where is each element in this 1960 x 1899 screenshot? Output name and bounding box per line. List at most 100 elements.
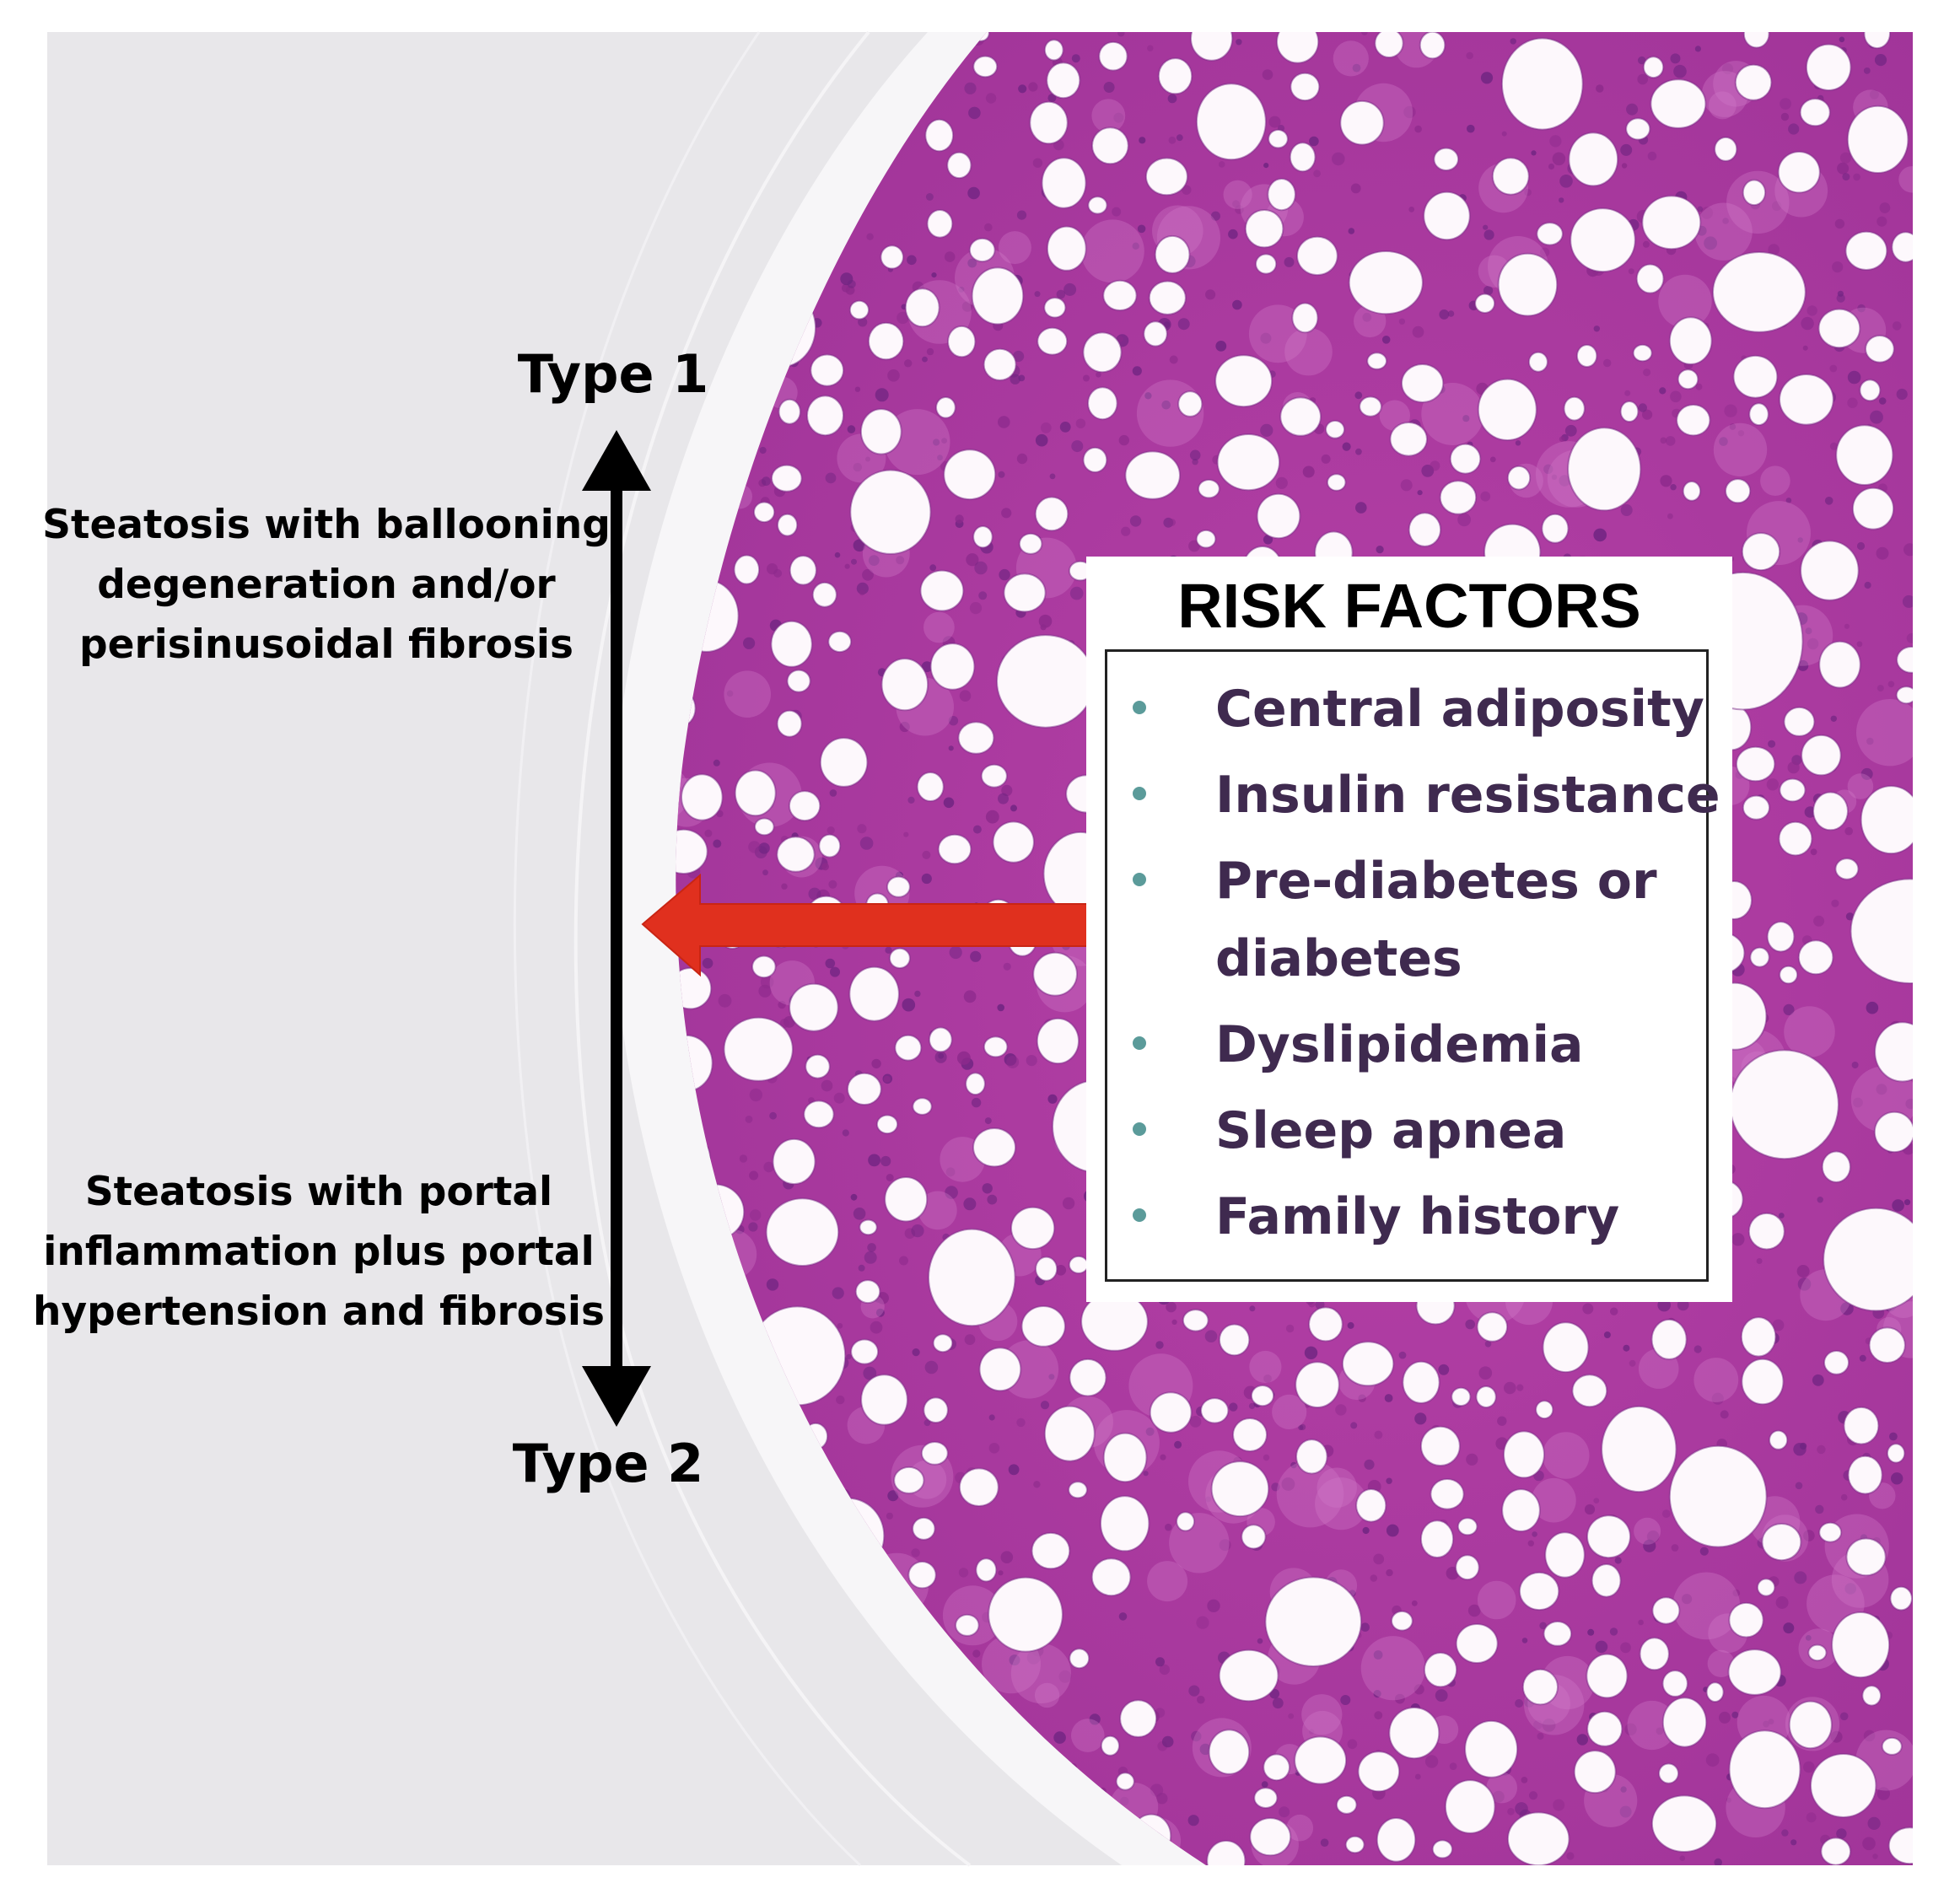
- nucleus-speck: [1321, 454, 1331, 464]
- nucleus-speck: [766, 1278, 779, 1291]
- fat-vacuole: [1859, 379, 1882, 402]
- fat-vacuole: [1812, 791, 1849, 831]
- fat-vacuole: [1728, 1601, 1764, 1638]
- fat-vacuole: [1037, 326, 1069, 356]
- nucleus-speck: [1697, 206, 1704, 212]
- fat-vacuole: [1734, 63, 1773, 101]
- nucleus-speck: [1726, 1797, 1731, 1803]
- fat-vacuole: [1216, 433, 1281, 492]
- fat-vacuole: [1210, 1461, 1270, 1518]
- nucleus-speck: [1501, 131, 1507, 137]
- nucleus-speck: [1559, 197, 1564, 203]
- fat-vacuole: [1182, 1309, 1209, 1332]
- nucleus-speck: [1026, 1650, 1041, 1665]
- fat-vacuole: [1433, 147, 1460, 172]
- nucleus-speck: [847, 425, 856, 433]
- fat-vacuole: [1214, 354, 1273, 408]
- fat-vacuole: [928, 1228, 1016, 1327]
- nucleus-speck: [1543, 464, 1553, 474]
- nucleus-speck: [858, 1264, 865, 1272]
- nucleus-speck: [1800, 1442, 1807, 1450]
- nucleus-speck: [1358, 1394, 1366, 1402]
- nucleus-speck: [1802, 345, 1808, 351]
- nucleus-speck: [945, 1167, 956, 1177]
- fat-vacuole: [1476, 1311, 1509, 1342]
- risk-factor-text-continuation: diabetes: [1215, 929, 1462, 988]
- fat-vacuole: [1100, 1735, 1121, 1756]
- fat-vacuole: [946, 151, 972, 180]
- nucleus-speck: [1553, 1799, 1565, 1811]
- nucleus-speck: [1903, 1199, 1911, 1206]
- nucleus-speck: [1610, 1307, 1618, 1315]
- nucleus-speck: [904, 359, 913, 368]
- nucleus-speck: [1096, 372, 1101, 378]
- fat-vacuole: [957, 721, 995, 755]
- nucleus-speck: [1806, 1812, 1817, 1823]
- fat-vacuole: [1535, 1400, 1554, 1420]
- fat-vacuole: [1029, 100, 1069, 145]
- nucleus-speck: [1624, 390, 1631, 396]
- nucleus-speck: [1700, 207, 1714, 219]
- nucleus-speck: [1174, 1440, 1182, 1449]
- fat-vacuole: [1835, 424, 1894, 486]
- type-1-label: Type 1: [517, 343, 709, 405]
- nucleus-speck: [1143, 1471, 1149, 1477]
- nucleus-speck: [1876, 546, 1889, 560]
- nucleus-speck: [1596, 84, 1604, 93]
- fat-vacuole: [1402, 1360, 1440, 1404]
- nucleus-speck: [1384, 1394, 1393, 1402]
- nucleus-speck: [1863, 1730, 1876, 1742]
- nucleus-speck: [760, 975, 774, 989]
- nucleus-speck: [1621, 163, 1628, 169]
- nucleus-speck: [1062, 1197, 1075, 1210]
- nucleus-speck: [1117, 32, 1125, 37]
- nucleus-speck: [1478, 1366, 1493, 1380]
- nucleus-speck: [853, 1208, 866, 1220]
- fat-vacuole: [1068, 1255, 1090, 1274]
- nucleus-speck: [1559, 475, 1570, 487]
- fat-vacuole: [904, 288, 940, 328]
- fat-vacuole: [1477, 378, 1537, 441]
- nucleus-speck: [1373, 1650, 1383, 1660]
- fat-vacuole: [1568, 132, 1619, 187]
- nucleus-speck: [1257, 1638, 1263, 1644]
- fat-vacuole: [1451, 1386, 1472, 1407]
- nucleus-speck: [749, 1088, 762, 1102]
- nucleus-speck: [1352, 63, 1361, 73]
- nucleus-speck: [937, 455, 943, 461]
- type-2-description-line: hypertension and fibrosis: [33, 1288, 605, 1335]
- nucleus-speck: [887, 1490, 899, 1502]
- fat-vacuole: [803, 1100, 835, 1129]
- nucleus-speck: [943, 797, 955, 809]
- nucleus-speck: [1504, 1381, 1516, 1395]
- nucleus-speck: [1795, 1482, 1803, 1490]
- nucleus-speck: [1112, 207, 1122, 217]
- fat-vacuole: [1543, 1621, 1573, 1647]
- nucleus-speck: [743, 637, 756, 649]
- fat-vacuole: [1419, 32, 1446, 60]
- nucleus-speck: [1350, 183, 1361, 194]
- nucleus-speck: [1412, 325, 1424, 338]
- nucleus-speck: [1537, 1732, 1544, 1740]
- tissue-blotch: [1421, 383, 1484, 445]
- tissue-blotch: [1532, 1477, 1576, 1523]
- nucleus-speck: [1803, 1761, 1815, 1773]
- fat-vacuole: [1586, 1653, 1629, 1699]
- nucleus-speck: [961, 301, 973, 312]
- fat-vacuole: [932, 1333, 954, 1353]
- fat-vacuole: [1818, 1521, 1843, 1543]
- nucleus-speck: [1623, 1344, 1630, 1352]
- fat-vacuole: [1423, 1652, 1458, 1688]
- fat-vacuole: [1625, 117, 1651, 141]
- fat-vacuole: [1567, 427, 1642, 512]
- fat-vacuole: [1195, 83, 1267, 161]
- nucleus-speck: [885, 946, 892, 954]
- fat-vacuole: [1268, 129, 1289, 149]
- fat-vacuole: [1777, 151, 1821, 194]
- fat-vacuole: [1571, 1374, 1608, 1408]
- fat-vacuole: [754, 817, 775, 837]
- nucleus-speck: [833, 1092, 845, 1104]
- nucleus-speck: [1009, 1654, 1020, 1666]
- fat-vacuole: [753, 501, 776, 524]
- nucleus-speck: [1263, 1374, 1272, 1383]
